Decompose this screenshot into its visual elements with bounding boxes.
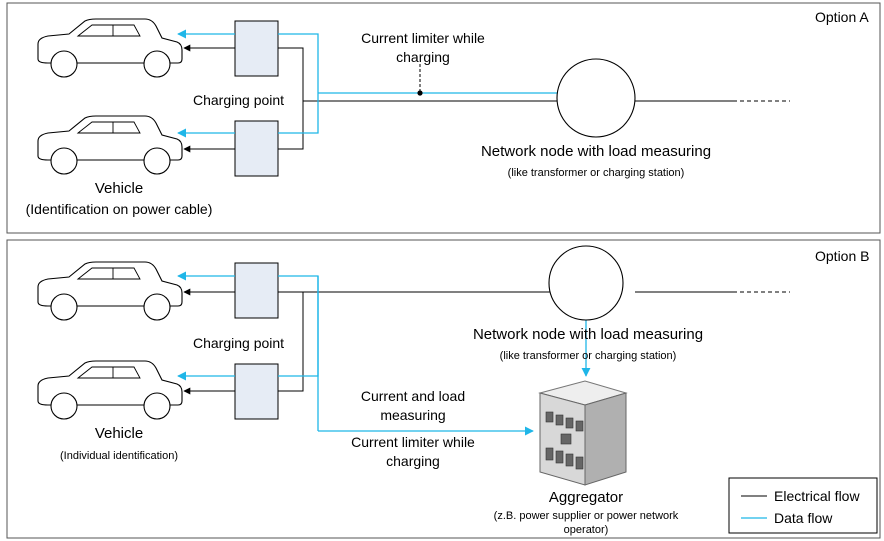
limiter-label-a-2: charging (396, 49, 450, 65)
aggregator-building-icon (538, 380, 628, 486)
electrical-flow-b (183, 288, 790, 395)
option-a-frame (6, 2, 881, 234)
vehicle-b-bottom-car-icon (37, 360, 183, 420)
vehicle-note-a: (Identification on power cable) (26, 201, 213, 217)
limiter-label-b-1: Current limiter while (351, 434, 475, 450)
limiter-dot-a (417, 90, 423, 96)
charging-point-label-a: Charging point (193, 92, 284, 108)
charging-point-label-b: Charging point (193, 335, 284, 351)
option-a-label: Option A (815, 9, 869, 25)
option-b-label: Option B (815, 248, 869, 264)
node-title-b: Network node with load measuring (473, 326, 703, 343)
legend-electrical-label: Electrical flow (774, 488, 860, 504)
charging-point-a1-icon (234, 20, 279, 77)
vehicle-a-top-car-icon (37, 18, 183, 78)
legend-data-label: Data flow (774, 510, 833, 526)
measuring-label-b-2: measuring (380, 407, 445, 423)
vehicle-a-bottom-car-icon (37, 115, 183, 175)
limiter-label-b-2: charging (386, 453, 440, 469)
vehicle-b-top-car-icon (37, 261, 183, 321)
measuring-label-b-1: Current and load (361, 388, 465, 404)
node-subtitle-a: (like transformer or charging station) (508, 167, 685, 179)
vehicle-label-b: Vehicle (95, 425, 143, 442)
aggregator-label: Aggregator (549, 489, 623, 506)
aggregator-note-1: (z.B. power supplier or power network (494, 510, 679, 522)
aggregator-note-2: operator) (564, 524, 609, 536)
node-title-a: Network node with load measuring (481, 143, 711, 160)
network-node-a-icon (556, 58, 636, 138)
legend: Electrical flow Data flow (728, 477, 878, 534)
network-node-b-icon (548, 245, 624, 321)
charging-point-b1-icon (234, 262, 279, 319)
data-flow-b (177, 271, 591, 436)
charging-point-b2-icon (234, 363, 279, 420)
charging-point-a2-icon (234, 120, 279, 177)
vehicle-label-a: Vehicle (95, 180, 143, 197)
node-subtitle-b: (like transformer or charging station) (500, 350, 677, 362)
data-flow-a (177, 29, 557, 138)
limiter-label-a-1: Current limiter while (361, 30, 485, 46)
electrical-flow-a (183, 44, 790, 153)
vehicle-note-b: (Individual identification) (60, 450, 178, 462)
option-b-frame (6, 239, 881, 539)
